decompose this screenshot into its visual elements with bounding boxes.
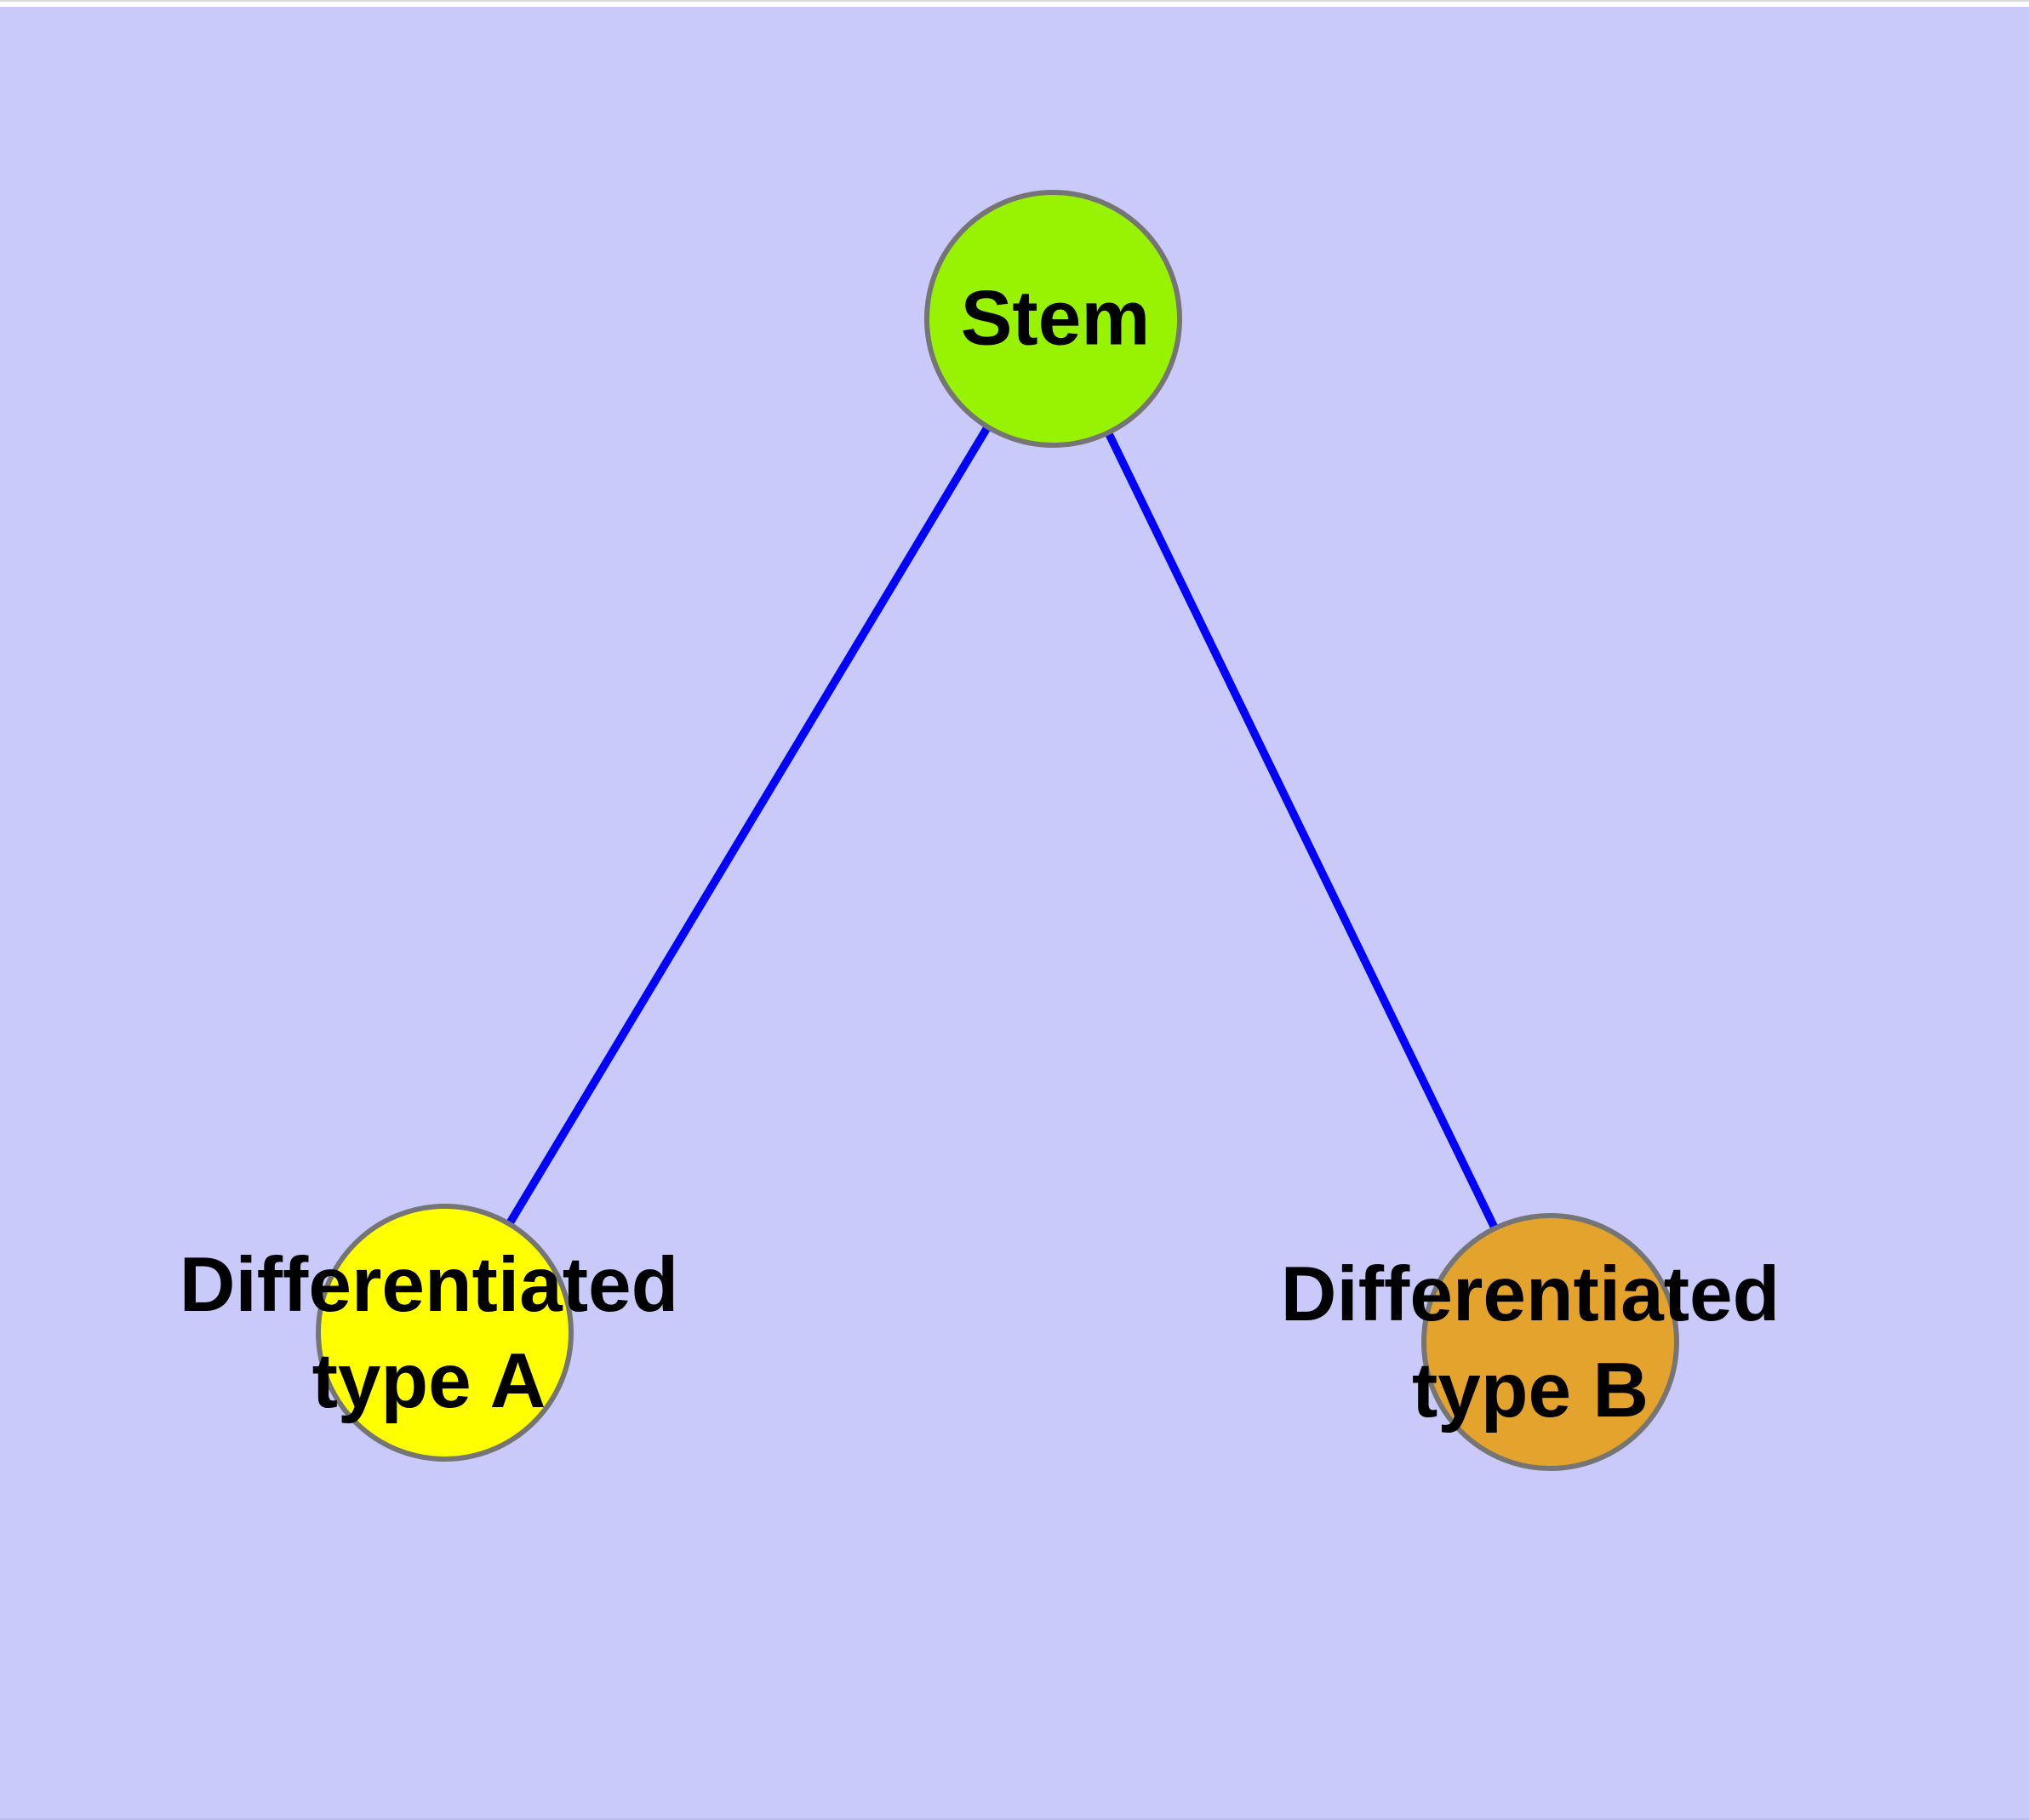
node-differentiated-type-b[interactable] bbox=[1420, 1212, 1679, 1471]
window-bottom-edge bbox=[0, 1818, 2029, 1820]
node-differentiated-type-a[interactable] bbox=[315, 1203, 574, 1462]
edge-stem-to-type-b[interactable] bbox=[1049, 316, 1554, 1344]
node-stem[interactable] bbox=[923, 189, 1182, 448]
window-top-edge bbox=[0, 0, 2029, 7]
edge-stem-to-type-a[interactable] bbox=[440, 316, 1057, 1335]
